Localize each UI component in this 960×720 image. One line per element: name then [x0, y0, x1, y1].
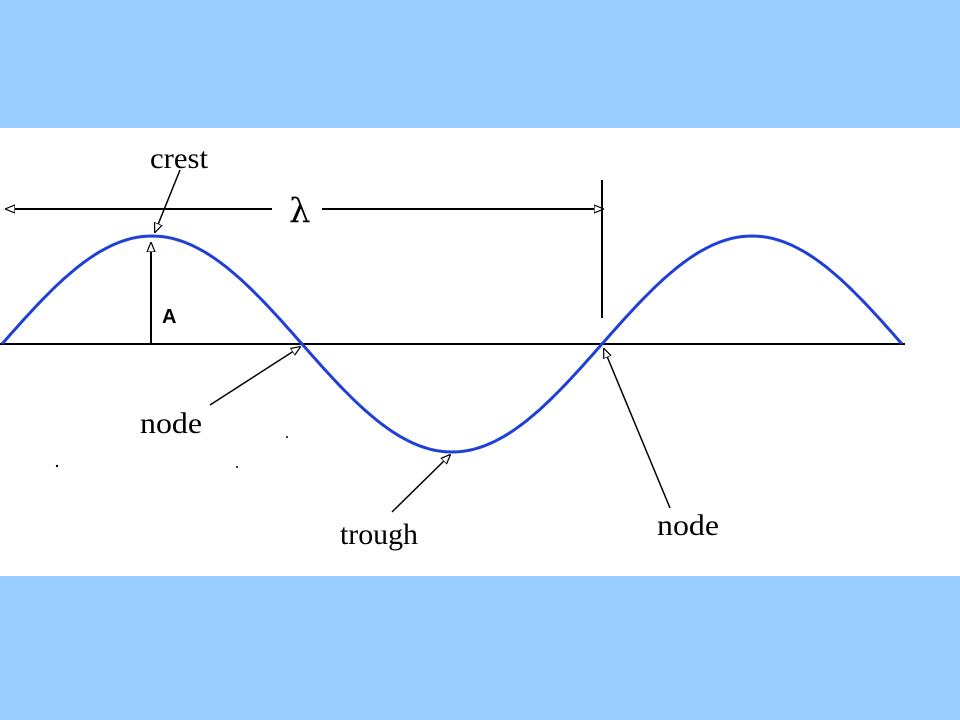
speck: [55, 464, 59, 468]
speck: [236, 466, 238, 468]
top-band: [0, 0, 960, 128]
speck: [286, 436, 288, 438]
diagram-panel: [0, 128, 960, 576]
node-right-pointer: [604, 349, 671, 509]
bottom-band: [0, 576, 960, 720]
wavelength-label: λ: [289, 191, 311, 231]
crest-pointer: [155, 169, 181, 232]
node-left-label: node: [140, 407, 202, 440]
node-left-pointer: [209, 347, 300, 406]
node-right-label: node: [657, 509, 719, 542]
trough-label: trough: [340, 518, 418, 551]
sine-wave: [0, 234, 904, 454]
crest-label: crest: [150, 142, 209, 175]
trough-pointer: [391, 455, 450, 513]
amplitude-label: A: [162, 306, 176, 328]
